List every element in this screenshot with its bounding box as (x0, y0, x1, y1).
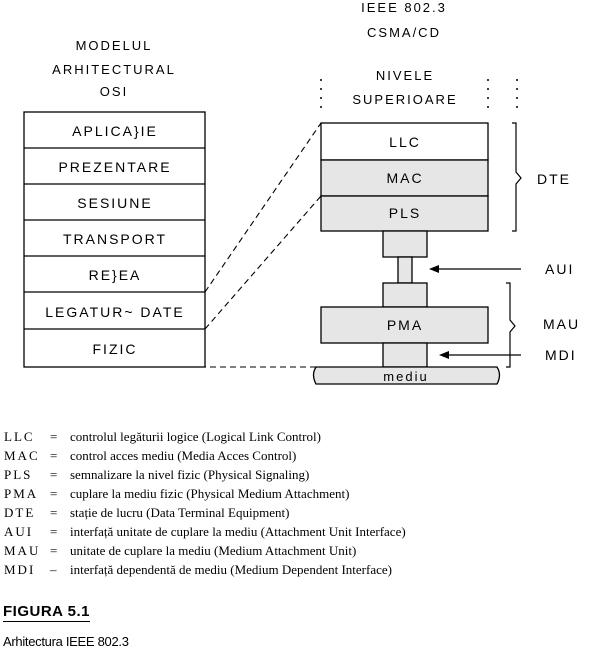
osi-layer-data-link: LEGATUR~ DATE (45, 304, 184, 320)
legend-desc: interfață unitate de cuplare la mediu (A… (70, 524, 406, 539)
legend-item-pma: PMA = cuplare la mediu fizic (Physical Med… (4, 484, 406, 503)
ieee-title-line-1: IEEE 802.3 (361, 0, 447, 15)
upper-layers-line-1: NIVELE (376, 68, 434, 83)
legend-abbr: DTE (4, 505, 36, 520)
mau-label: MAU (543, 316, 580, 332)
osi-layer-presentation: PREZENTARE (58, 159, 171, 175)
legend-abbr: PMA (4, 486, 39, 501)
osi-title-line-3: OSI (100, 84, 128, 99)
llc-label: LLC (389, 134, 421, 150)
legend-eq: = (50, 467, 58, 482)
pma-label: PMA (387, 317, 423, 333)
legend-desc: stație de lucru (Data Terminal Equipment… (70, 505, 290, 520)
legend-item-mdi: MDI–interfață dependentă de mediu (Mediu… (4, 560, 406, 579)
correspondence-lines (180, 122, 322, 368)
legend-abbr: PLS (4, 467, 33, 482)
legend-eq: = (50, 486, 58, 501)
legend-eq: = (50, 429, 58, 444)
legend-abbr: MAU (4, 543, 41, 558)
osi-stack (23, 111, 206, 368)
mau-brace (506, 282, 516, 368)
dte-brace (512, 122, 522, 232)
mdi-connector (382, 342, 428, 368)
legend-desc: control acces mediu (Media Acces Control… (70, 448, 297, 463)
osi-layer-physical: FIZIC (93, 341, 138, 357)
ieee-title-line-2: CSMA/CD (367, 25, 441, 40)
abbreviation-legend: LLC = controlul legăturii logice (Logical … (4, 427, 406, 579)
osi-layer-network: RE}EA (89, 267, 142, 283)
aui-label: AUI (545, 261, 574, 277)
legend-item-dte: DTE = stație de lucru (Data Terminal Equip… (4, 503, 406, 522)
upper-layer-guides (320, 79, 518, 108)
medium-bar (312, 366, 501, 385)
osi-layer-transport: TRANSPORT (63, 231, 167, 247)
upper-layers-line-2: SUPERIOARE (352, 92, 457, 107)
legend-desc: controlul legăturii logice (Logical Link… (70, 429, 321, 444)
legend-item-aui: AUI = interfață unitate de cuplare la medi… (4, 522, 406, 541)
legend-eq: = (50, 505, 58, 520)
osi-stack-outline (23, 111, 206, 368)
pls-label: PLS (389, 205, 421, 221)
legend-abbr: MDI (4, 562, 36, 577)
aui-arrow-head (429, 265, 439, 273)
legend-abbr: MAC (4, 448, 40, 463)
legend-eq: = (50, 543, 58, 558)
legend-eq: = (50, 524, 58, 539)
legend-item-mau: MAU = unitate de cuplare la mediu (Medium … (4, 541, 406, 560)
figure-caption: Arhitectura IEEE 802.3 (3, 634, 129, 649)
mac-box (320, 159, 489, 197)
legend-desc: unitate de cuplare la mediu (Medium Atta… (70, 543, 357, 558)
llc-box (320, 122, 489, 161)
legend-item-llc: LLC = controlul legăturii logice (Logical … (4, 427, 406, 446)
osi-title-line-1: MODELUL (76, 38, 153, 53)
osi-title-line-2: ARHITECTURAL (52, 62, 176, 77)
osi-layer-session: SESIUNE (77, 195, 152, 211)
osi-layer-application: APLICA}IE (72, 123, 158, 139)
dte-label: DTE (537, 171, 571, 187)
pls-box (320, 195, 489, 232)
legend-abbr: LLC (4, 429, 35, 444)
legend-desc: cuplare la mediu fizic (Physical Medium … (70, 486, 350, 501)
legend-eq: = (50, 448, 58, 463)
mac-label: MAC (386, 170, 423, 186)
legend-eq: – (50, 562, 57, 577)
legend-desc: semnalizare la nivel fizic (Physical Sig… (70, 467, 310, 482)
legend-item-mac: MAC = control acces mediu (Media Acces Con… (4, 446, 406, 465)
figure-label: FIGURA 5.1 (3, 603, 90, 622)
legend-abbr: AUI (4, 524, 34, 539)
mdi-arrow-head (439, 351, 449, 359)
mdi-label: MDI (545, 347, 577, 363)
medium-label: mediu (383, 369, 428, 384)
aui-cable (397, 256, 413, 284)
ieee-osi-diagram: MODELUL ARHITECTURAL OSI APLICA}IE PREZE… (23, 0, 580, 385)
dte-connector (382, 230, 428, 258)
legend-desc: interfață dependentă de mediu (Medium De… (70, 562, 392, 577)
legend-item-pls: PLS = semnalizare la nivel fizic (Physical… (4, 465, 406, 484)
mau-upper-connector (382, 282, 428, 308)
